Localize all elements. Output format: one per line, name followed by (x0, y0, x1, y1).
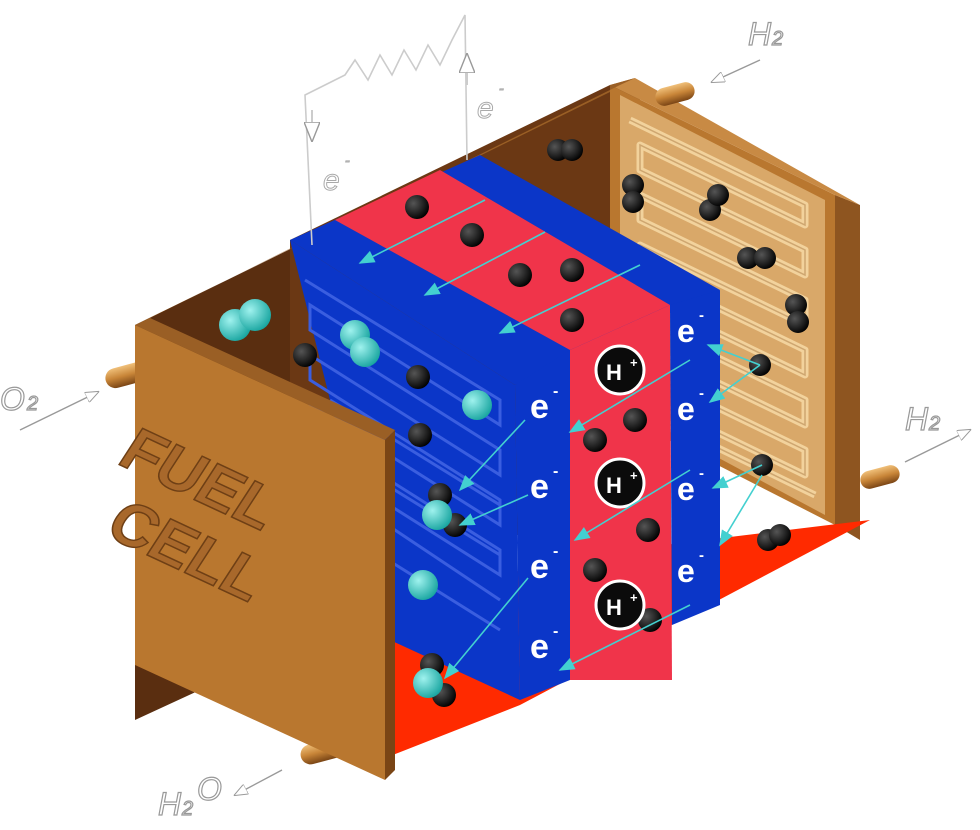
svg-text:H: H (158, 786, 182, 822)
proton-label: H (606, 473, 622, 498)
svg-text:e: e (323, 164, 340, 197)
svg-text:H: H (748, 16, 772, 52)
svg-text:e: e (530, 548, 549, 586)
svg-text:2: 2 (928, 413, 940, 435)
svg-text:e: e (530, 468, 549, 506)
svg-text:-: - (699, 547, 704, 564)
electron: e- (530, 383, 558, 426)
electron: e- (530, 463, 558, 506)
svg-text:e: e (477, 92, 494, 125)
svg-text:e: e (677, 313, 695, 349)
svg-text:-: - (553, 383, 558, 400)
proton-label: H (606, 360, 622, 385)
electron: e- (677, 465, 704, 507)
svg-text:-: - (699, 465, 704, 482)
svg-text:-: - (499, 80, 504, 96)
svg-text:e: e (677, 391, 695, 427)
flow-arrows (358, 199, 763, 680)
proton-label: H (606, 595, 622, 620)
resistor-wire (304, 14, 468, 246)
anode-front (670, 290, 720, 625)
svg-text:O: O (0, 381, 25, 417)
circuit-electron-labels: e- e- (323, 80, 505, 198)
svg-text:-: - (553, 543, 558, 560)
pipe-h2-in (655, 82, 695, 106)
electron: e- (323, 152, 351, 198)
electron: e- (530, 623, 558, 666)
label-h2o-out: H 2 O (157, 769, 283, 823)
svg-text:e: e (530, 388, 549, 426)
svg-text:e: e (677, 553, 695, 589)
external-circuit (304, 14, 468, 246)
case-front-wall: FUEL CELL (94, 318, 395, 780)
membrane-molecules (583, 408, 662, 632)
svg-text:O: O (197, 771, 222, 807)
label-h2-in: H 2 (712, 15, 784, 82)
hydrogen-molecules-top (405, 195, 584, 332)
svg-text:2: 2 (26, 393, 38, 415)
proton-1: H + (594, 344, 646, 396)
proton-2: H + (594, 457, 646, 509)
proton-badges: H + H + H + (594, 344, 646, 631)
pipe-h2-out (860, 465, 900, 489)
hydrogen-molecules-anode (547, 139, 809, 551)
electrons-cathode: e- e- e- e- (530, 383, 558, 666)
svg-text:2: 2 (181, 798, 193, 820)
electron: e- (530, 543, 558, 586)
label-o2-in: O 2 (0, 380, 98, 431)
electron: e- (677, 547, 704, 589)
svg-text:-: - (699, 385, 704, 402)
electron: e- (477, 80, 505, 126)
label-h2-out: H 2 (904, 400, 970, 463)
svg-text:H: H (905, 401, 929, 437)
gas-labels: H 2 H 2 O 2 H 2 O (0, 15, 970, 823)
svg-text:2: 2 (771, 28, 783, 50)
electron: e- (677, 307, 704, 349)
proton-sign: + (630, 468, 638, 483)
electron: e- (677, 385, 704, 427)
cathode-front (515, 350, 570, 700)
svg-text:-: - (553, 623, 558, 640)
proton-sign: + (630, 590, 638, 605)
anode-flow-channel (628, 116, 817, 499)
electrons-anode: e- e- e- e- (677, 307, 704, 589)
svg-text:e: e (530, 628, 549, 666)
svg-text:-: - (345, 152, 350, 168)
proton-3: H + (594, 579, 646, 631)
svg-text:-: - (553, 463, 558, 480)
proton-sign: + (630, 355, 638, 370)
svg-text:e: e (677, 471, 695, 507)
svg-text:-: - (699, 307, 704, 324)
oxygen-molecules (219, 299, 271, 341)
